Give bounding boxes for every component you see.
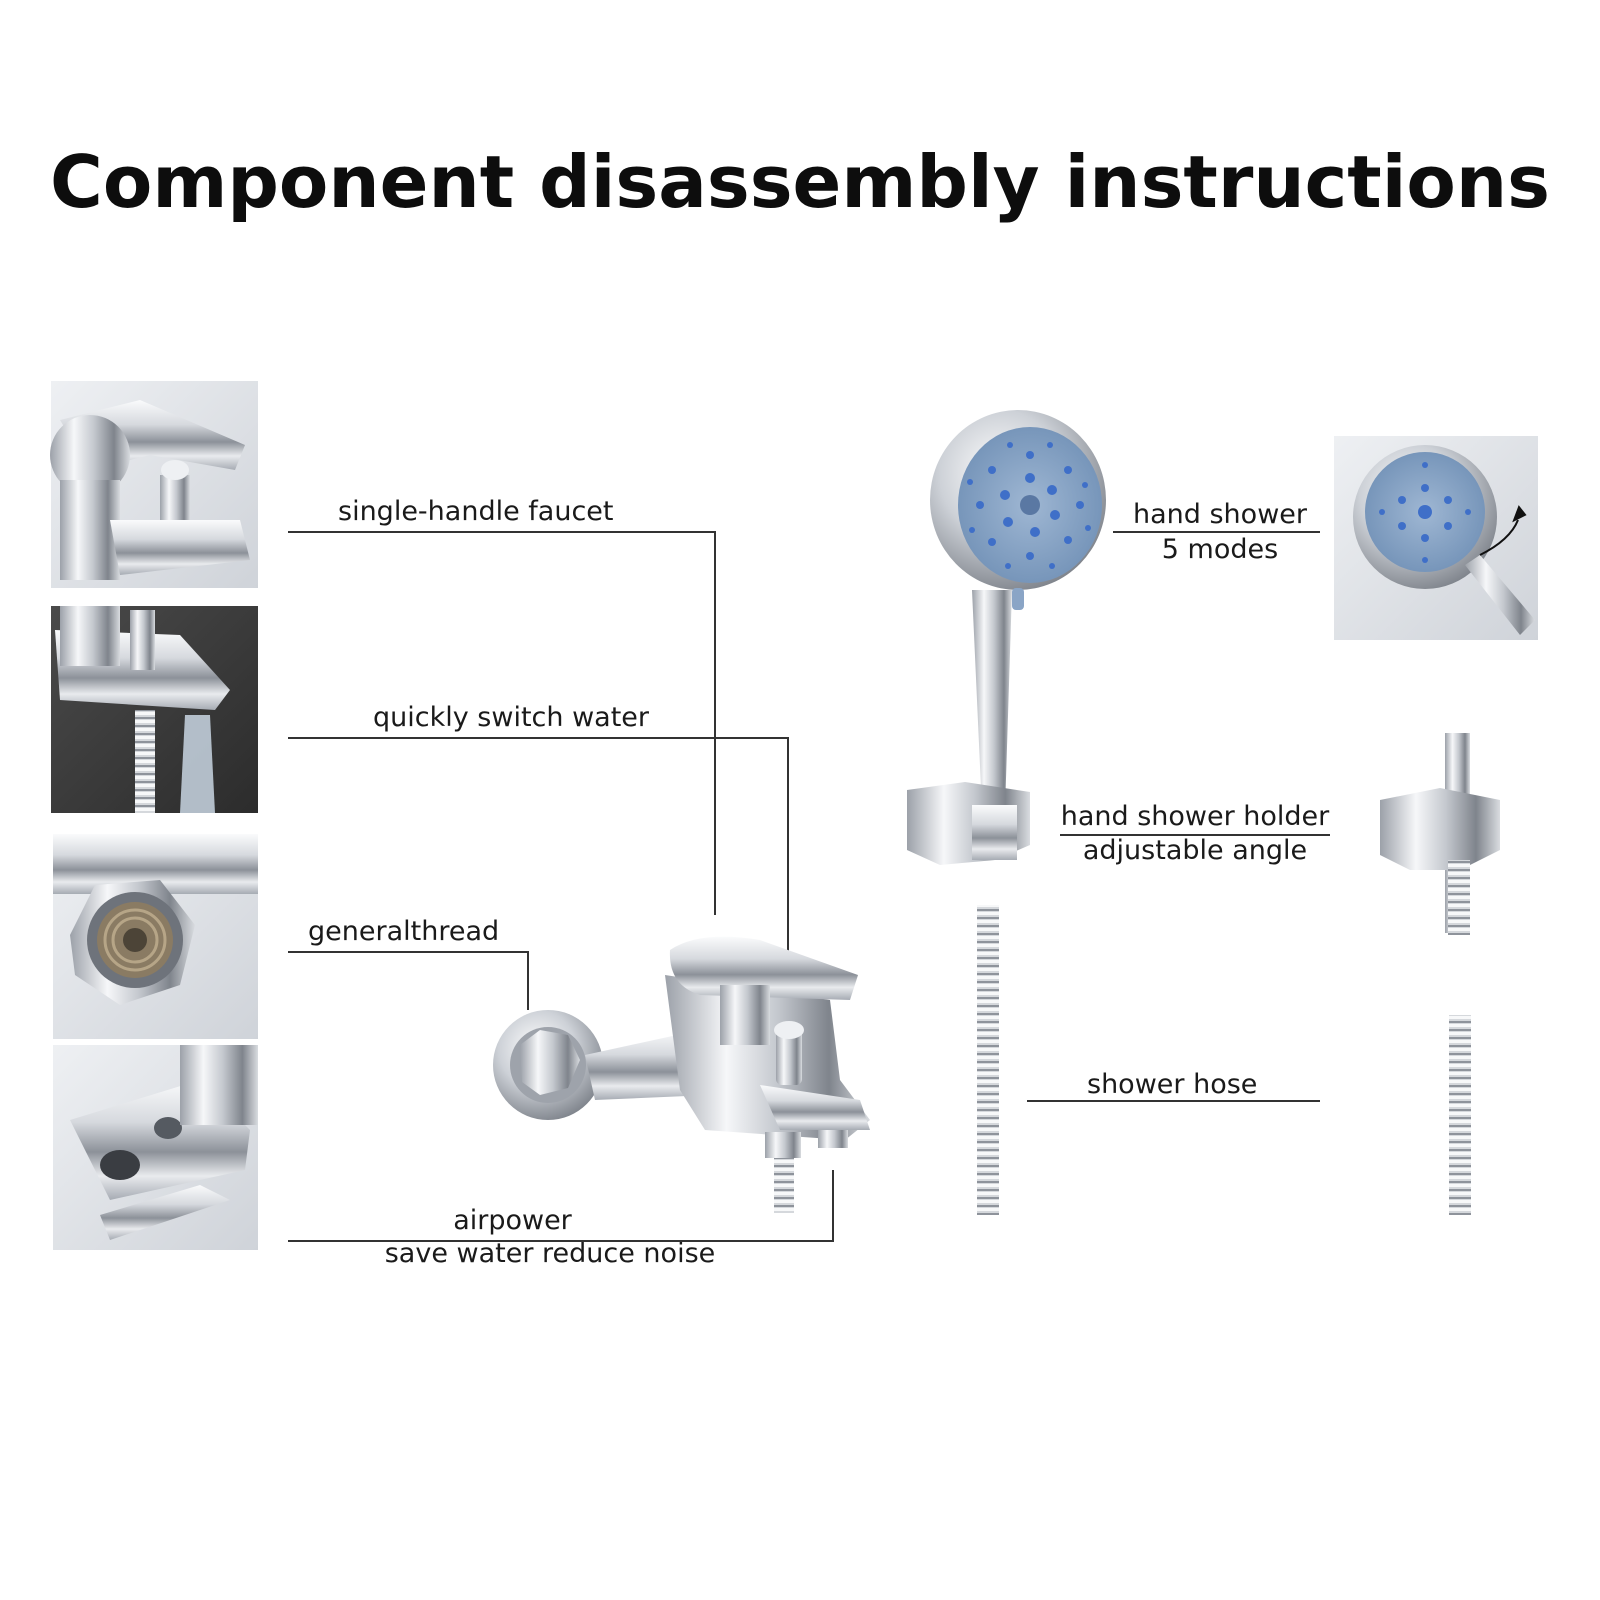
- nozzle-pattern: [967, 442, 1091, 569]
- leader-airpower: [288, 1170, 834, 1242]
- label-general-thread: generalthread: [308, 916, 500, 947]
- label-airpower: airpower: [453, 1205, 572, 1236]
- leader-general-thread: [288, 951, 529, 1010]
- curved-arrow-icon: [1479, 519, 1519, 556]
- leader-quickly-switch-water: [288, 737, 789, 1010]
- thumb-shower-holder: [1380, 733, 1500, 935]
- label-hand-shower-modes: 5 modes: [1161, 534, 1279, 565]
- faucet-body: [493, 936, 870, 1213]
- thumb-airpower: [53, 1045, 258, 1250]
- thumb-general-thread: [53, 834, 258, 1039]
- label-quickly-switch-water: quickly switch water: [373, 702, 649, 733]
- hand-shower: [907, 410, 1106, 1215]
- label-hand-shower: hand shower: [1133, 499, 1307, 530]
- label-adjustable-angle: adjustable angle: [1082, 835, 1308, 866]
- thumb-faucet-handle: [50, 381, 258, 588]
- label-shower-hose: shower hose: [1087, 1069, 1258, 1100]
- label-hand-shower-holder: hand shower holder: [1060, 801, 1330, 832]
- thumb-switch-water: [51, 606, 258, 813]
- thumb-hand-shower-modes: [1334, 436, 1538, 640]
- label-single-handle-faucet: single-handle faucet: [338, 496, 614, 527]
- label-airpower-sub: save water reduce noise: [384, 1238, 716, 1269]
- page-title: Component disassembly instructions: [50, 140, 1550, 224]
- leader-lines: [288, 531, 1330, 1242]
- thumb-shower-hose: [1449, 1015, 1471, 1215]
- leader-single-handle-faucet: [288, 531, 716, 915]
